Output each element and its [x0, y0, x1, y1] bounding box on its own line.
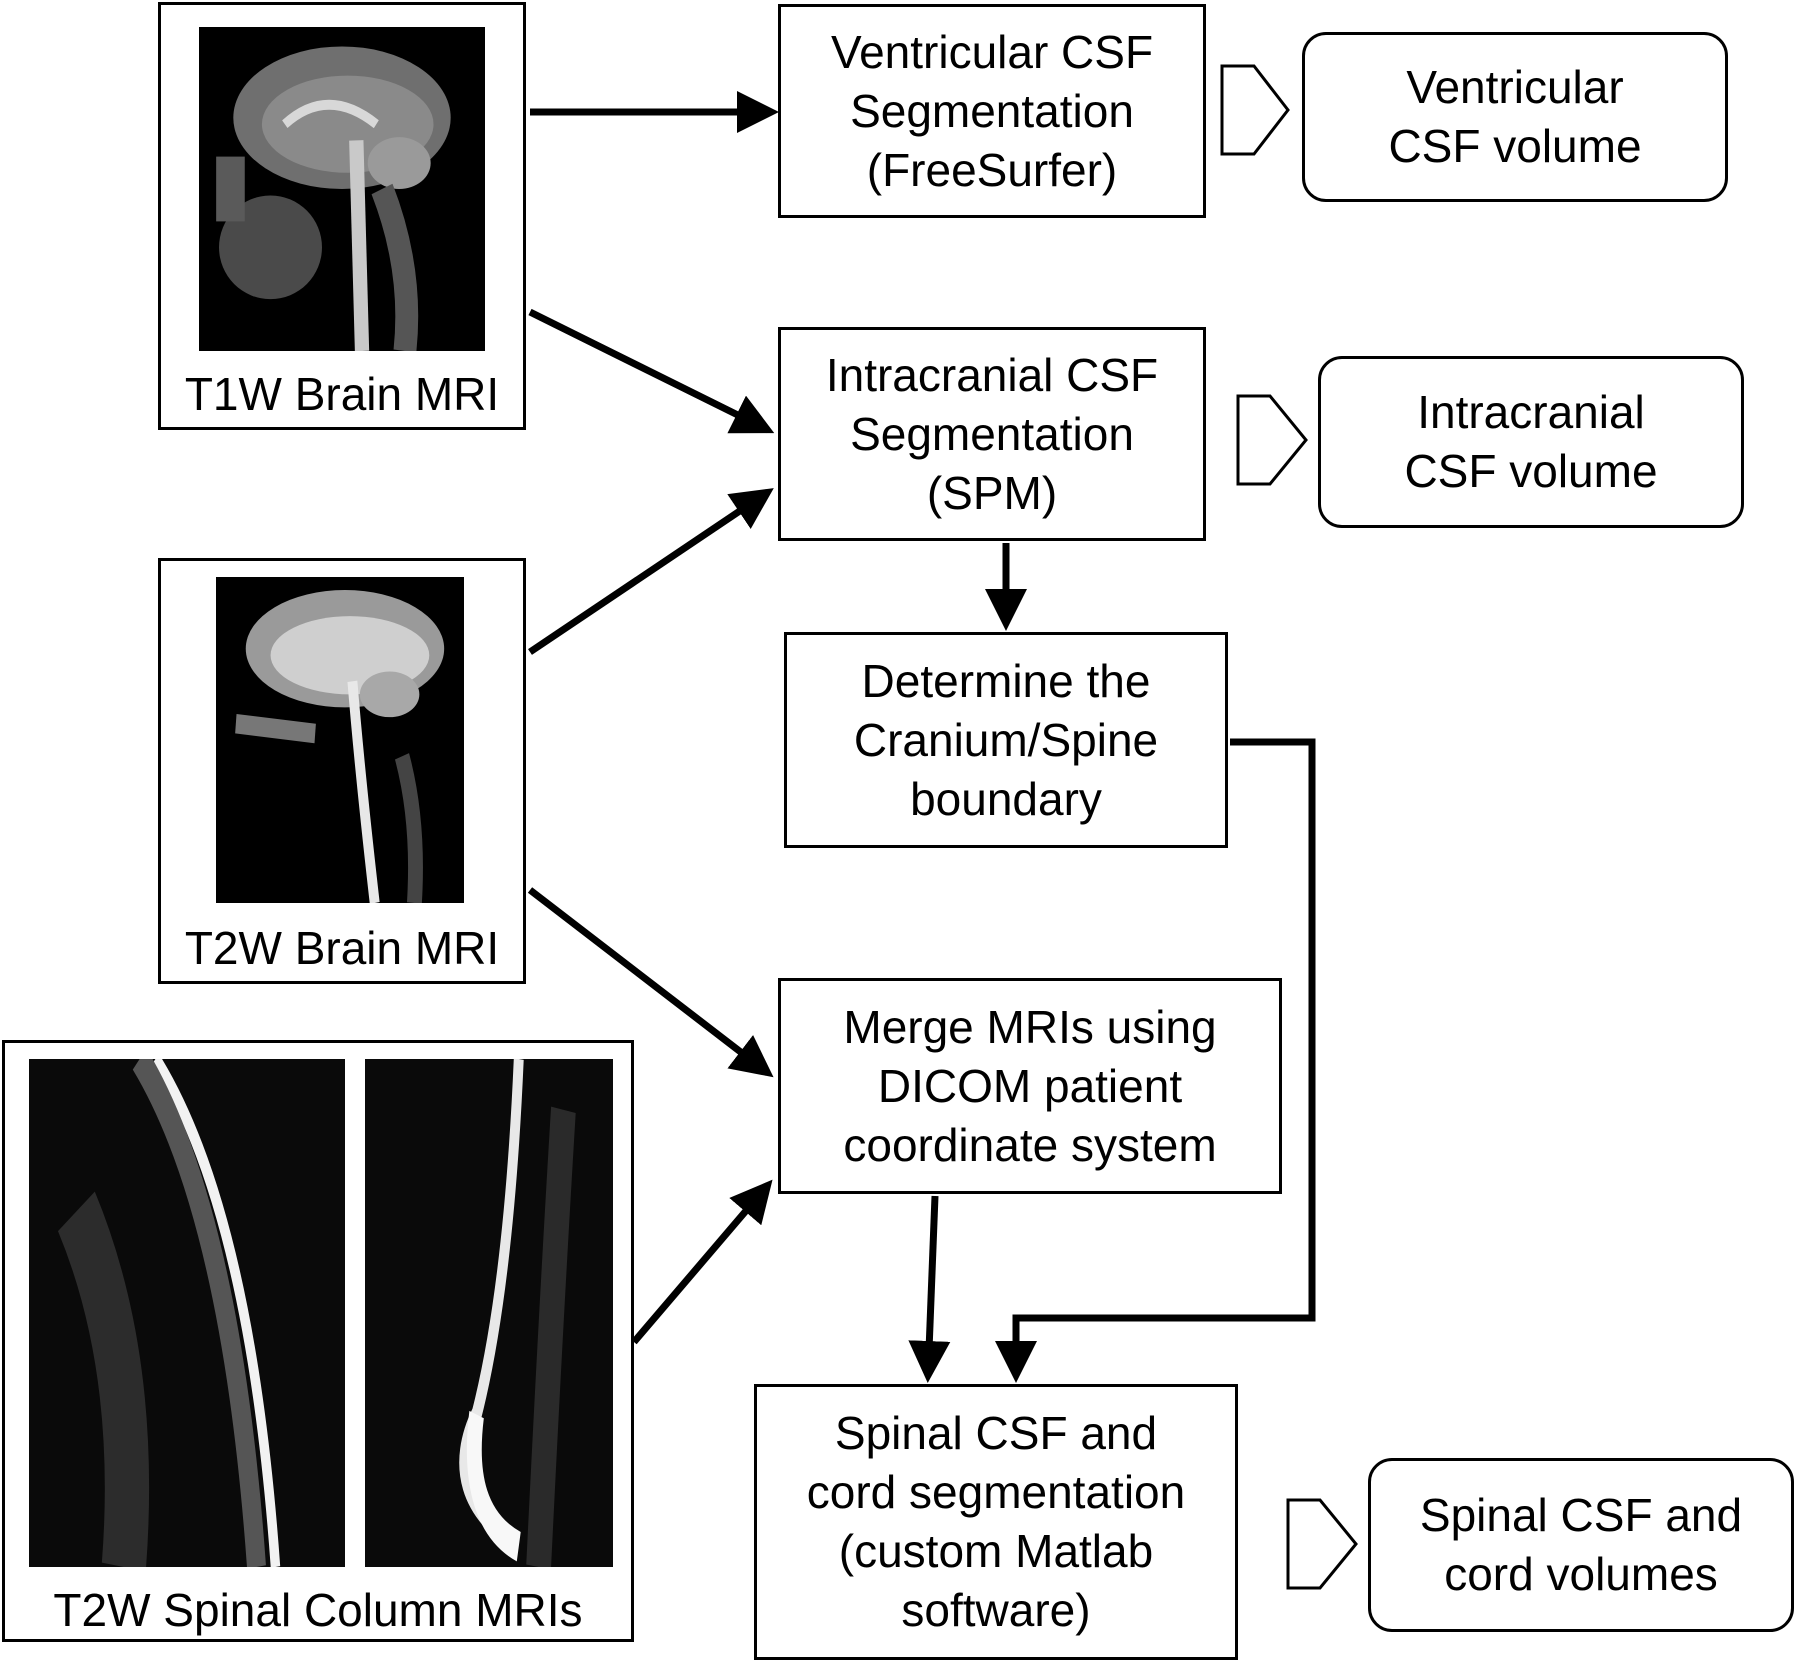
ventricular-csf-volume-box: Ventricular CSF volume	[1302, 32, 1728, 202]
chevron-icon-ventricular	[1220, 64, 1290, 156]
t1w-caption: T1W Brain MRI	[184, 368, 500, 420]
arrow-t2w-to-merge	[527, 887, 774, 1078]
intracranial-csf-volume-label: Intracranial CSF volume	[1404, 386, 1658, 497]
spinal-caption: T2W Spinal Column MRIs	[53, 1584, 583, 1636]
ventricular-csf-segmentation-box: Ventricular CSF Segmentation (FreeSurfer…	[778, 4, 1206, 218]
cranium-spine-boundary-box: Determine the Cranium/Spine boundary	[784, 632, 1228, 848]
t2w-spinal-mri-panel: T2W Spinal Column MRIs	[2, 1040, 634, 1642]
t2w-brain-mri-panel: T2W Brain MRI	[158, 558, 526, 984]
spinal-csf-cord-segmentation-box: Spinal CSF and cord segmentation (custom…	[754, 1384, 1238, 1660]
t2w-brain-mri-image	[216, 577, 464, 903]
spinal-csf-cord-volumes-label: Spinal CSF and cord volumes	[1419, 1489, 1743, 1600]
arrow-merge-to-spinal-seg	[908, 1195, 951, 1383]
intracranial-csf-volume-box: Intracranial CSF volume	[1318, 356, 1744, 528]
ventricular-csf-volume-label: Ventricular CSF volume	[1388, 61, 1642, 172]
chevron-icon-intracranial	[1236, 394, 1308, 486]
t2w-caption: T2W Brain MRI	[184, 922, 500, 974]
arrow-spinal-to-merge	[631, 1179, 773, 1345]
arrow-t1w-to-intracranial	[528, 308, 775, 434]
ventricular-csf-segmentation-label: Ventricular CSF Segmentation (FreeSurfer…	[830, 25, 1154, 196]
spinal-csf-cord-volumes-box: Spinal CSF and cord volumes	[1368, 1458, 1794, 1632]
merge-mris-label: Merge MRIs using DICOM patient coordinat…	[843, 1000, 1217, 1171]
arrow-boundary-to-spinal-seg	[995, 738, 1316, 1383]
spinal-csf-cord-segmentation-label: Spinal CSF and cord segmentation (custom…	[806, 1407, 1186, 1636]
t1w-brain-mri-image	[199, 27, 485, 351]
intracranial-csf-segmentation-label: Intracranial CSF Segmentation (SPM)	[825, 348, 1159, 519]
cranium-spine-boundary-label: Determine the Cranium/Spine boundary	[853, 654, 1159, 825]
arrow-t2w-to-intracranial	[528, 488, 774, 655]
t1w-brain-mri-panel: T1W Brain MRI	[158, 2, 526, 430]
chevron-icon-spinal	[1286, 1498, 1358, 1590]
spine-mri-image-lower	[365, 1059, 613, 1567]
intracranial-csf-segmentation-box: Intracranial CSF Segmentation (SPM)	[778, 327, 1206, 541]
spine-mri-image-upper	[29, 1059, 345, 1567]
merge-mris-box: Merge MRIs using DICOM patient coordinat…	[778, 978, 1282, 1194]
